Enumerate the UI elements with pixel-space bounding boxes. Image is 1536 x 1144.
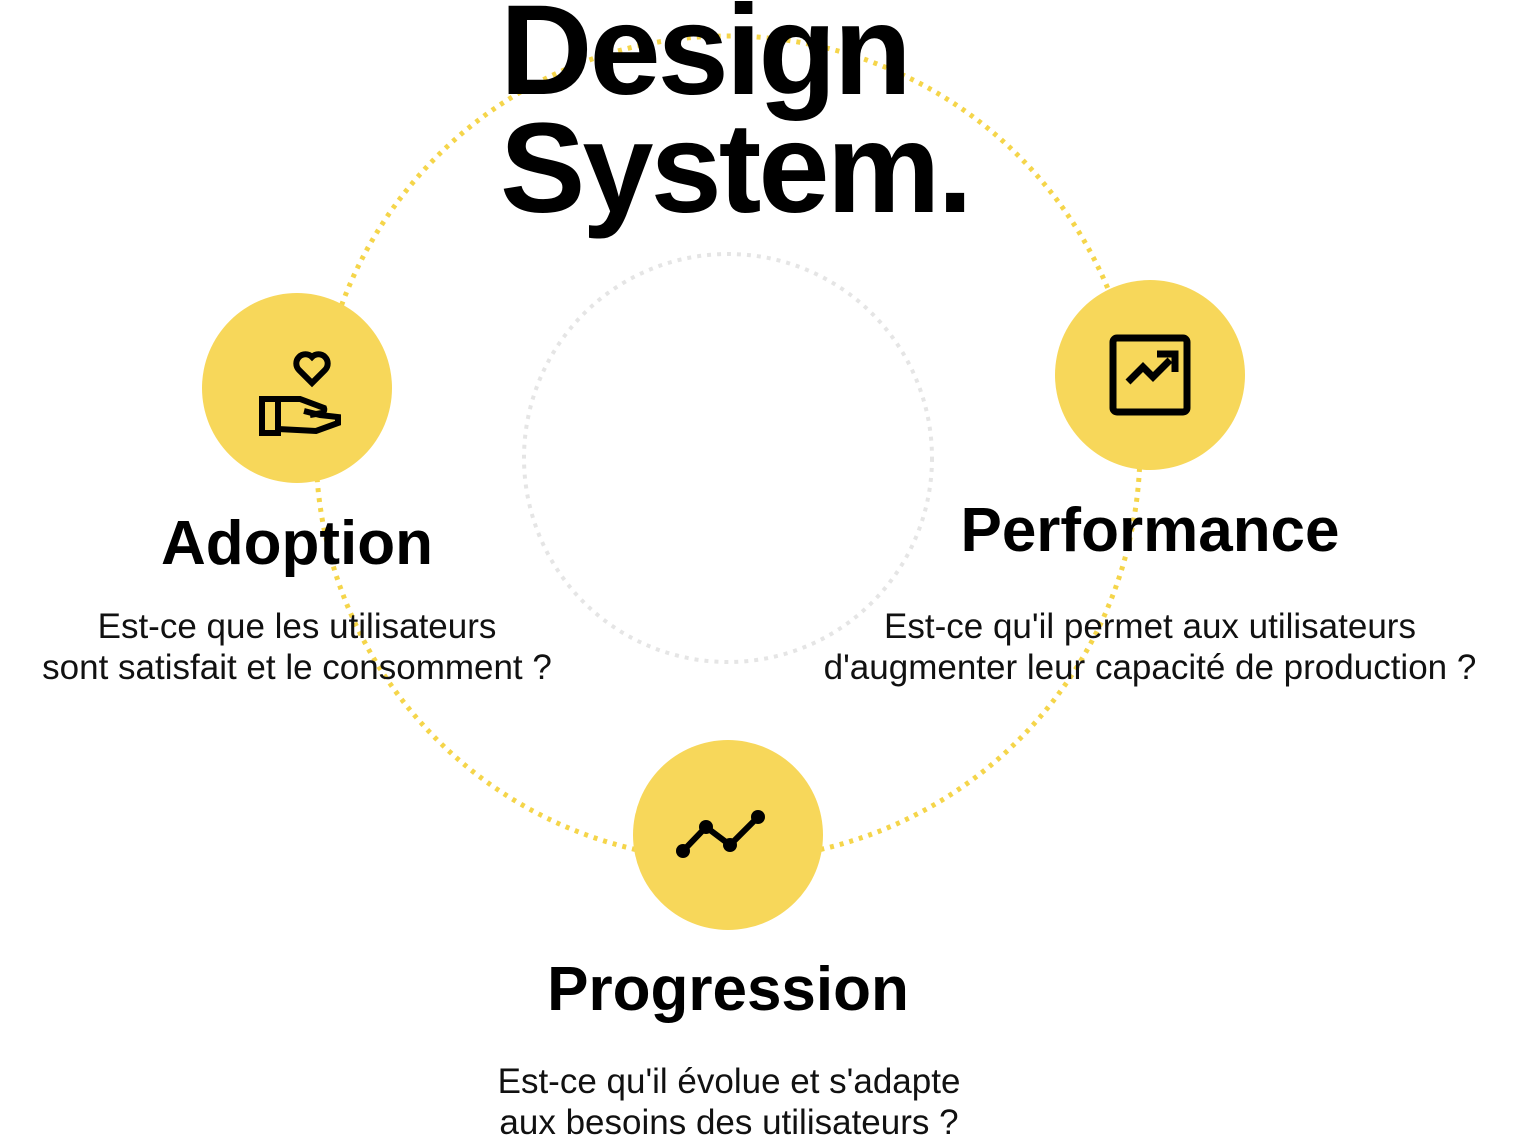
title-line-2: System. [500,97,973,240]
performance-description: Est-ce qu'il permet aux utilisateurs d'a… [760,606,1536,688]
performance-desc-line-2: d'augmenter leur capacité de production … [823,648,1477,687]
performance-title: Performance [960,496,1340,565]
progression-desc-line-2: aux besoins des utilisateurs ? [499,1103,959,1142]
progression-desc-line-1: Est-ce qu'il évolue et s'adapte [497,1062,961,1101]
performance-desc-line-1: Est-ce qu'il permet aux utilisateurs [884,607,1416,646]
adoption-title: Adoption [160,509,433,578]
adoption-description: Est-ce que les utilisateurs sont satisfa… [0,606,602,688]
page-title: Design System. [500,0,973,240]
trending-up-chart-icon [1109,334,1191,416]
progression-description: Est-ce qu'il évolue et s'adapte aux beso… [424,1061,1034,1143]
adoption-desc-line-1: Est-ce que les utilisateurs [97,607,497,646]
title-line-1: Design [500,0,912,122]
inner-dotted-ring [522,252,934,664]
performance-badge [1055,280,1245,470]
adoption-desc-line-2: sont satisfait et le consomment ? [42,648,552,687]
hand-heart-icon [259,351,341,436]
progression-badge [633,740,823,930]
adoption-badge [202,293,392,483]
progression-title: Progression [547,955,909,1024]
line-graph-icon [676,810,765,858]
